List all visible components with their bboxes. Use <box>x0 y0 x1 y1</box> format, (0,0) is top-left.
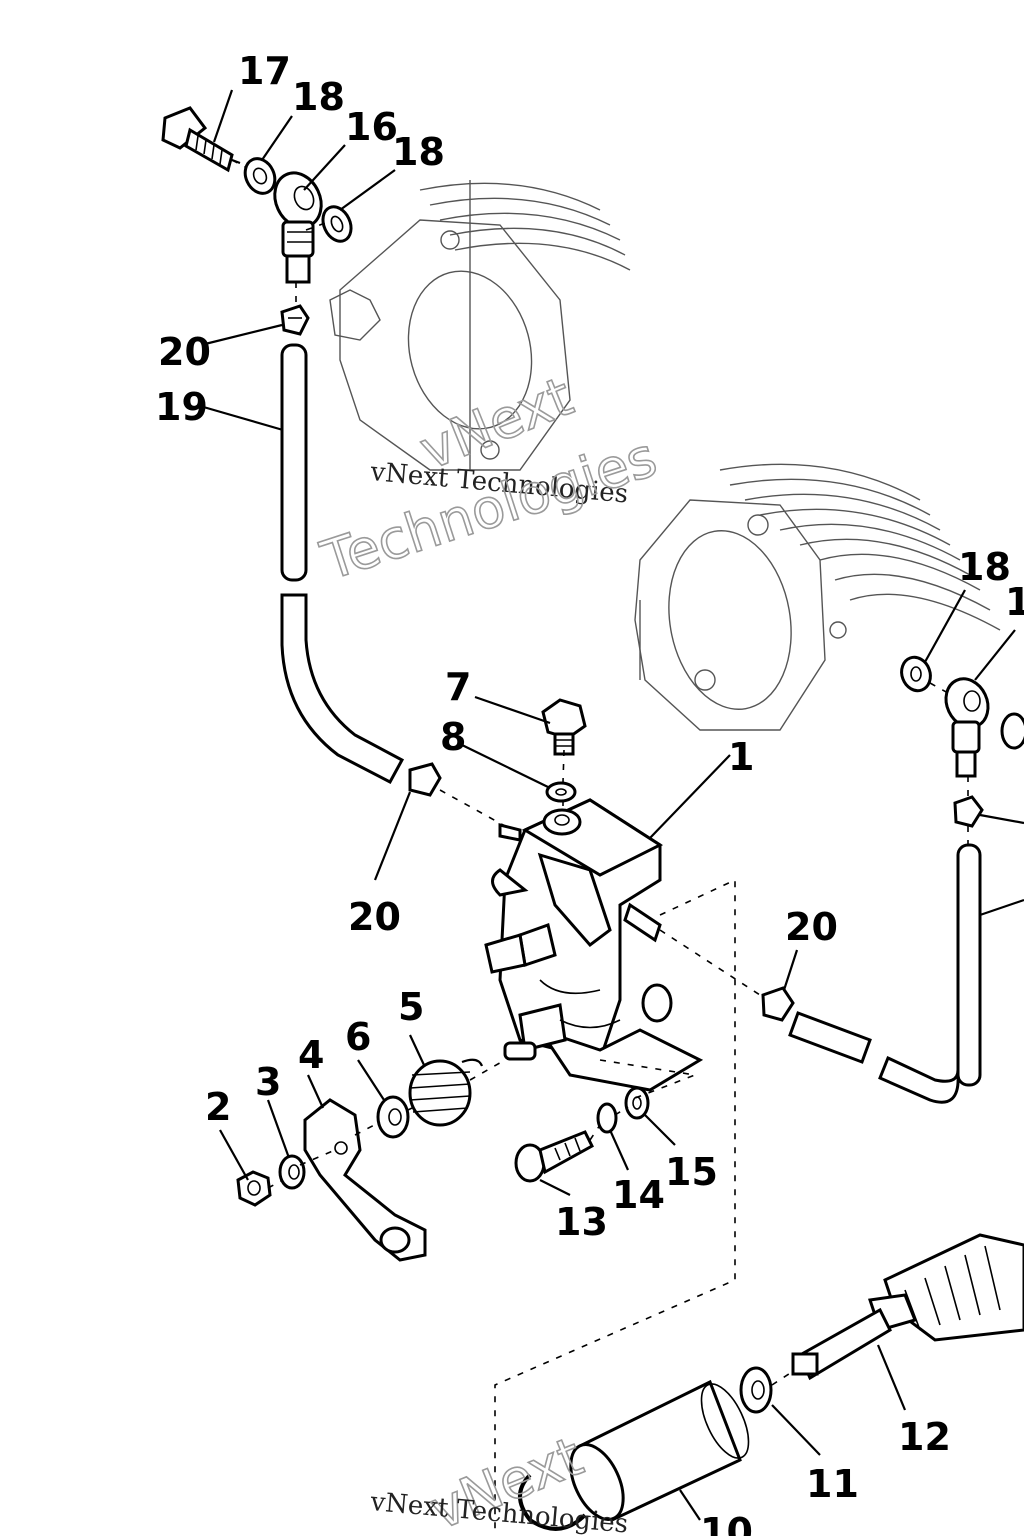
callout-3: 3 <box>255 1060 281 1104</box>
assembly-guide-lines <box>231 159 969 1536</box>
callout-15: 15 <box>665 1150 718 1194</box>
washer-14 <box>596 1102 618 1134</box>
hose-clip-20-right <box>761 986 795 1022</box>
engine-cylinder-upper <box>329 180 631 471</box>
callout-leaders <box>199 89 1024 1521</box>
callout-labels: 17 18 16 18 20 19 7 8 1 20 20 18 1 5 6 4… <box>155 49 1024 1536</box>
sleeve-10 <box>569 1379 750 1523</box>
watermark-top: vNext vNext Technologies Technologies <box>313 364 665 594</box>
callout-8: 8 <box>440 715 466 759</box>
engine-cylinder-lower <box>634 463 1001 731</box>
callout-5: 5 <box>398 985 424 1029</box>
hose-segment-right-short <box>788 1011 872 1064</box>
callout-10-bottom: 10 <box>700 1510 753 1536</box>
callout-20-right: 20 <box>785 905 838 949</box>
callout-18-top-left: 18 <box>292 75 345 119</box>
callout-13: 13 <box>555 1200 608 1244</box>
callout-17: 17 <box>238 49 291 93</box>
hose-clip-20-mid <box>408 762 442 797</box>
callout-18-top: 18 <box>392 130 445 174</box>
hose-clip-right-top <box>953 795 984 828</box>
callout-14: 14 <box>612 1173 665 1217</box>
washer-3 <box>278 1154 306 1190</box>
oil-pump-body-1 <box>484 798 704 1092</box>
washer-15 <box>624 1086 650 1120</box>
washer-11 <box>739 1366 773 1414</box>
callout-16: 16 <box>345 105 398 149</box>
callout-12: 12 <box>898 1415 951 1459</box>
banjo-fitting-right <box>944 677 1024 778</box>
drive-gear-shaft-12 <box>791 1233 1024 1381</box>
callout-19: 19 <box>155 385 208 429</box>
washer-8 <box>545 781 577 803</box>
oil-hose-19 <box>280 343 405 785</box>
nut-2 <box>236 1170 272 1207</box>
callout-6: 6 <box>345 1015 371 1059</box>
callout-1: 1 <box>728 735 754 779</box>
hose-clip-20-top <box>280 304 310 336</box>
callout-20-top: 20 <box>158 330 211 374</box>
callout-7: 7 <box>445 665 471 709</box>
callout-2: 2 <box>205 1085 231 1129</box>
callout-4: 4 <box>298 1033 324 1077</box>
washer-18-upper-right <box>321 205 353 243</box>
bolt-7 <box>541 698 587 756</box>
washer-6 <box>376 1095 410 1139</box>
oil-hose-right <box>878 843 982 1104</box>
banjo-bolt-17 <box>161 106 241 173</box>
washer-18-upper-left <box>243 157 277 195</box>
washer-18-right <box>900 655 932 693</box>
callout-20-mid: 20 <box>348 895 401 939</box>
circlip <box>518 1473 587 1531</box>
spring-5 <box>408 1058 484 1127</box>
banjo-fitting-16 <box>273 171 323 284</box>
callout-11: 11 <box>806 1462 859 1506</box>
screw-13 <box>514 1130 594 1183</box>
callout-18-right: 18 <box>958 545 1011 589</box>
pump-lever-4 <box>303 1098 427 1262</box>
callout-1x-right: 1 <box>1005 580 1024 624</box>
